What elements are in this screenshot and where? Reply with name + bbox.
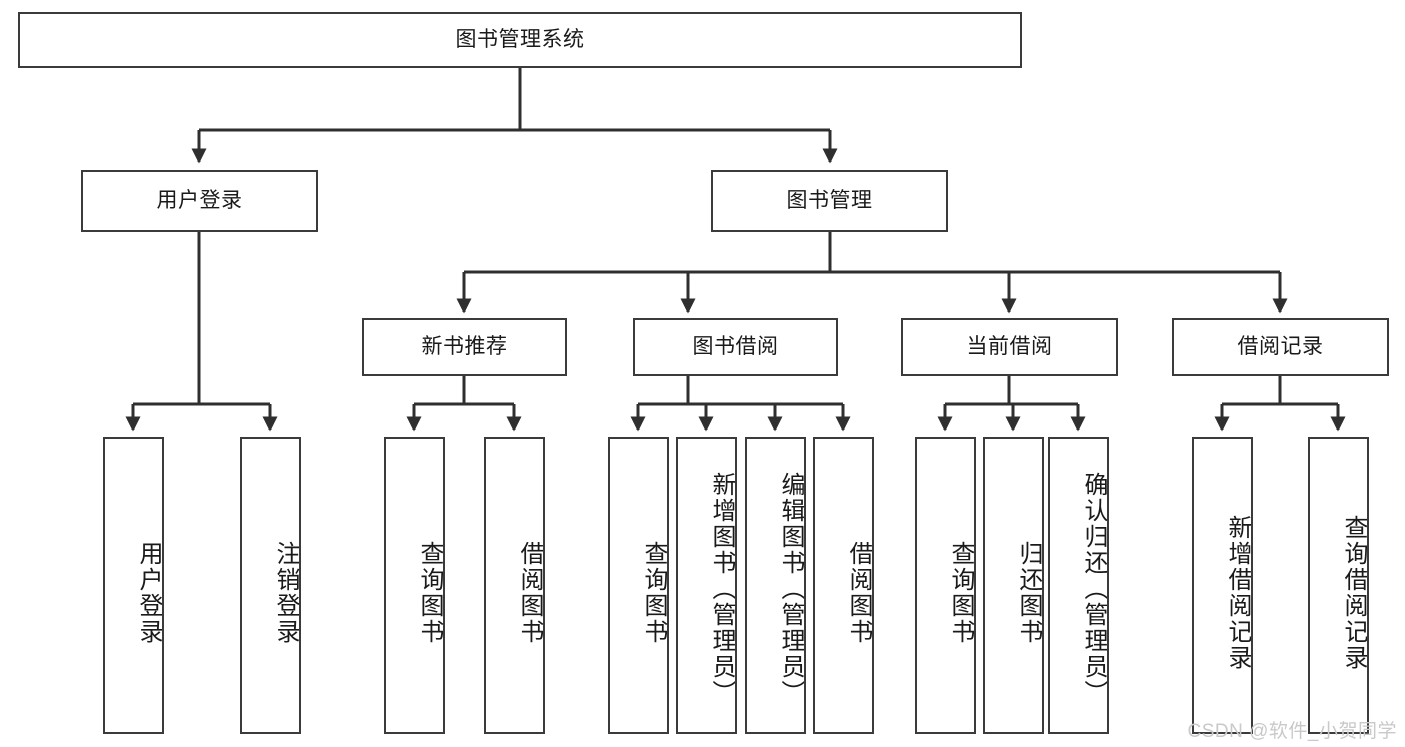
node-label: 编辑图书（管理员） [777,471,804,706]
node-label: 借阅图书 [516,540,543,645]
node-user-login[interactable]: 用户登录 [81,170,318,232]
node-leaf-query-book-borrow[interactable]: 查询图书 [608,437,669,734]
node-label: 借阅记录 [1237,335,1324,359]
node-leaf-borrow-book[interactable]: 借阅图书 [813,437,874,734]
node-label: 用户登录 [156,189,243,213]
node-borrow-record[interactable]: 借阅记录 [1172,318,1389,376]
node-book-borrow[interactable]: 图书借阅 [633,318,838,376]
node-leaf-add-borrow-record[interactable]: 新增借阅记录 [1192,437,1253,734]
node-label: 新增图书（管理员） [708,471,735,706]
node-label: 用户登录 [135,540,162,645]
node-label: 确认归还（管理员） [1080,471,1107,706]
node-current-borrow[interactable]: 当前借阅 [901,318,1118,376]
node-leaf-borrow-book-recommend[interactable]: 借阅图书 [484,437,545,734]
node-label: 借阅图书 [845,540,872,645]
node-label: 注销登录 [272,540,299,645]
node-book-management[interactable]: 图书管理 [711,170,948,232]
node-label: 新书推荐 [421,335,508,359]
node-root-library-system[interactable]: 图书管理系统 [18,12,1022,68]
node-leaf-logout[interactable]: 注销登录 [240,437,301,734]
node-leaf-edit-book-admin[interactable]: 编辑图书（管理员） [745,437,806,734]
node-new-book-recommend[interactable]: 新书推荐 [362,318,567,376]
node-label: 查询借阅记录 [1340,514,1367,671]
node-label: 图书管理 [786,189,873,213]
node-leaf-user-login[interactable]: 用户登录 [103,437,164,734]
node-label: 查询图书 [947,540,974,645]
node-label: 图书借阅 [692,335,779,359]
node-leaf-query-book-current[interactable]: 查询图书 [915,437,976,734]
node-label: 归还图书 [1015,540,1042,645]
node-leaf-query-borrow-record[interactable]: 查询借阅记录 [1308,437,1369,734]
node-label: 新增借阅记录 [1224,514,1251,671]
node-label: 图书管理系统 [455,28,585,52]
node-label: 查询图书 [640,540,667,645]
node-leaf-add-book-admin[interactable]: 新增图书（管理员） [676,437,737,734]
node-label: 查询图书 [416,540,443,645]
node-leaf-confirm-return-admin[interactable]: 确认归还（管理员） [1048,437,1109,734]
node-leaf-return-book[interactable]: 归还图书 [983,437,1044,734]
node-label: 当前借阅 [966,335,1053,359]
node-leaf-query-book-recommend[interactable]: 查询图书 [384,437,445,734]
